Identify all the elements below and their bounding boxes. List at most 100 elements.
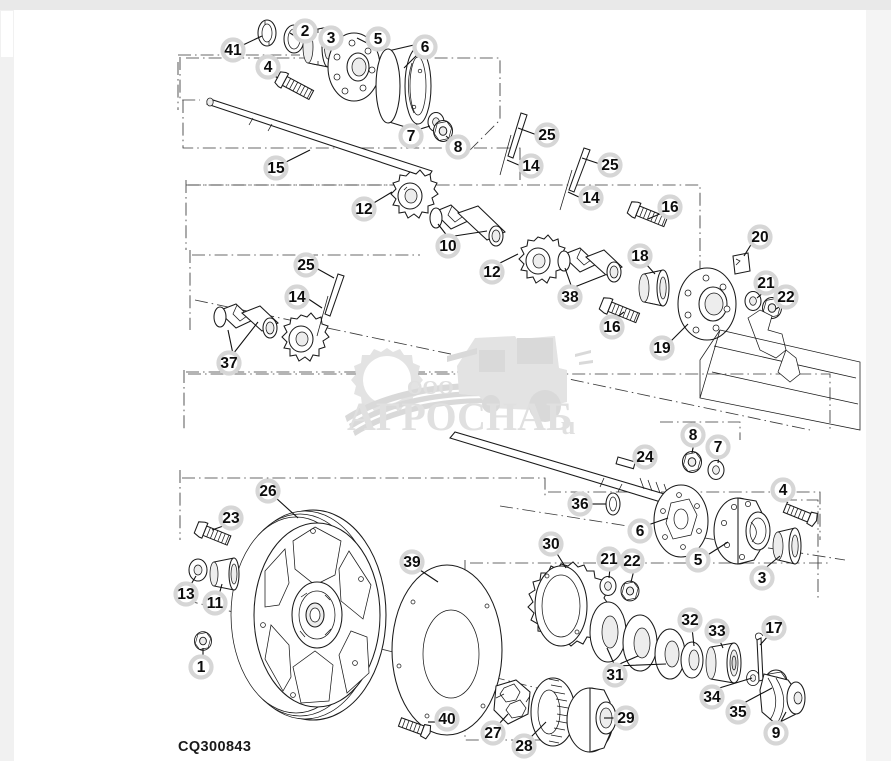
callout-label: 15 (267, 160, 285, 177)
callout-ring (318, 25, 344, 51)
part-34-washer (746, 669, 760, 687)
part-22-nut-lower (620, 580, 640, 602)
callout-20: 20 (747, 224, 773, 250)
callout-18: 18 (627, 243, 653, 269)
callout-label: 16 (661, 199, 679, 216)
callout-ring (677, 607, 703, 633)
callout-label: 10 (439, 238, 456, 255)
part-3-bearing-lower (772, 527, 802, 565)
callout-ring (649, 335, 675, 361)
callout-ring (480, 720, 506, 746)
callout-22: 22 (619, 548, 645, 574)
part-16-bolt-a (626, 201, 669, 228)
callout-label: 4 (779, 482, 788, 499)
part-27-splined-coupling (493, 679, 531, 725)
callout-label: 28 (515, 738, 533, 755)
callout-ring (479, 259, 505, 285)
callout-label: 37 (220, 355, 237, 372)
part-29-roller-hub (566, 687, 617, 753)
callout-label: 32 (681, 612, 698, 629)
callout-ring (578, 185, 604, 211)
callout-label: 18 (631, 248, 649, 265)
callout-ring (202, 590, 228, 616)
callout-7: 7 (398, 123, 424, 149)
part-25-pin-a (507, 112, 528, 159)
callout-label: 27 (484, 725, 501, 742)
part-7-washer-lower (707, 459, 725, 481)
callout-label: 35 (729, 704, 747, 721)
callout-ring (619, 548, 645, 574)
callout-26: 26 (255, 478, 281, 504)
callout-label: 21 (600, 551, 618, 568)
callout-label: 8 (689, 427, 698, 444)
part-6-hub-lower (653, 484, 709, 558)
callout-14: 14 (518, 153, 544, 179)
callout-ring (597, 152, 623, 178)
callout-label: 33 (708, 623, 726, 640)
callout-ring (725, 699, 751, 725)
callout-label: 26 (259, 483, 277, 500)
callout-label: 30 (542, 536, 559, 553)
callout-22: 22 (773, 284, 799, 310)
callout-label: 16 (603, 319, 621, 336)
part-6-drum-ring (375, 44, 432, 130)
window-chrome-left (0, 10, 14, 761)
leader-lines (189, 32, 789, 739)
callout-8: 8 (680, 422, 706, 448)
part-40-bolt (397, 717, 432, 740)
part-39-disc-shield (391, 564, 503, 736)
callout-ring (351, 196, 377, 222)
part-21-washer (744, 290, 762, 312)
part-11-spacer (209, 557, 240, 591)
callout-12: 12 (351, 196, 377, 222)
callout-label: 12 (355, 201, 372, 218)
callout-37: 37 (216, 350, 242, 376)
callout-31: 31 (602, 662, 628, 688)
part-26-drive-pulley (230, 509, 387, 721)
part-36-snap-ring (605, 492, 621, 516)
callout-label: 9 (772, 725, 781, 742)
part-14-pin-c (316, 295, 329, 337)
callout-ring (263, 155, 289, 181)
callout-label: 7 (714, 439, 723, 456)
callout-ring (435, 233, 461, 259)
part-25-pin-c (324, 273, 345, 317)
callout-ring (284, 284, 310, 310)
callout-label: 7 (407, 128, 416, 145)
callout-ring (412, 34, 438, 60)
callout-41: 41 (220, 37, 246, 63)
part-15-shaft (205, 97, 433, 179)
callout-ring (627, 243, 653, 269)
callout-label: 29 (617, 710, 635, 727)
callout-label: 36 (571, 496, 589, 513)
callout-ring (365, 26, 391, 52)
callout-8: 8 (445, 134, 471, 160)
callout-36: 36 (567, 491, 593, 517)
callout-label: 14 (288, 289, 306, 306)
callout-ring (704, 618, 730, 644)
callout-25: 25 (293, 252, 319, 278)
callout-label: 14 (522, 158, 540, 175)
callout-2: 2 (292, 18, 318, 44)
callout-4: 4 (770, 477, 796, 503)
callout-label: 14 (582, 190, 600, 207)
callout-ring (761, 615, 787, 641)
callout-ring (188, 654, 214, 680)
callout-3: 3 (749, 565, 775, 591)
callout-label: 11 (207, 595, 224, 612)
callout-ring (599, 314, 625, 340)
callout-39: 39 (399, 549, 425, 575)
callout-ring (753, 270, 779, 296)
callout-5: 5 (365, 26, 391, 52)
callout-11: 11 (202, 590, 228, 616)
callout-12: 12 (479, 259, 505, 285)
callout-27: 27 (480, 720, 506, 746)
callout-ring (255, 54, 281, 80)
part-13-washer (188, 558, 208, 582)
callout-14: 14 (578, 185, 604, 211)
part-14-pin-a (499, 134, 512, 176)
callout-label: 41 (224, 42, 242, 59)
callout-label: 5 (694, 552, 703, 569)
window-chrome-right (866, 10, 891, 761)
